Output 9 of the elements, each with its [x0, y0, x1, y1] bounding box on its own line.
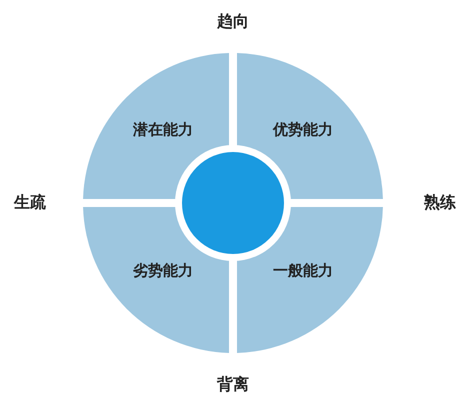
axis-label: 趋向 — [217, 12, 249, 32]
sector-label: 潜在能力 — [133, 120, 193, 140]
sector-label: 劣势能力 — [133, 262, 193, 280]
axis-label: 熟练 — [424, 192, 456, 214]
axis-label: 生疏 — [14, 192, 46, 214]
center-circle — [182, 152, 284, 254]
sector-label: 一般能力 — [273, 262, 333, 280]
sector-label: 优势能力 — [273, 120, 333, 140]
axis-label: 背离 — [217, 374, 249, 396]
